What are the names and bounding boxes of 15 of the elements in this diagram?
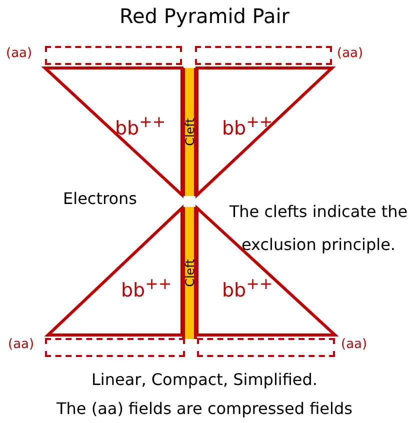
cleft-label: Cleft	[182, 118, 196, 146]
dashed-field-box	[45, 46, 182, 65]
field-label: (aa)	[337, 46, 364, 61]
dashed-field-box	[195, 46, 332, 65]
cleft-bar	[182, 207, 197, 339]
cleft-label: Cleft	[182, 259, 196, 287]
diagram-title: Red Pyramid Pair	[118, 4, 291, 28]
field-label: (aa)	[341, 337, 368, 352]
caption-text: The (aa) fields are compressed fields	[56, 399, 354, 418]
field-label: (aa)	[8, 337, 34, 352]
caption-text: Linear, Compact, Simplified.	[90, 370, 319, 389]
dashed-field-box	[45, 338, 185, 357]
cleft-bar	[182, 68, 197, 196]
dashed-field-box	[197, 338, 335, 357]
field-label: (aa)	[6, 46, 32, 61]
